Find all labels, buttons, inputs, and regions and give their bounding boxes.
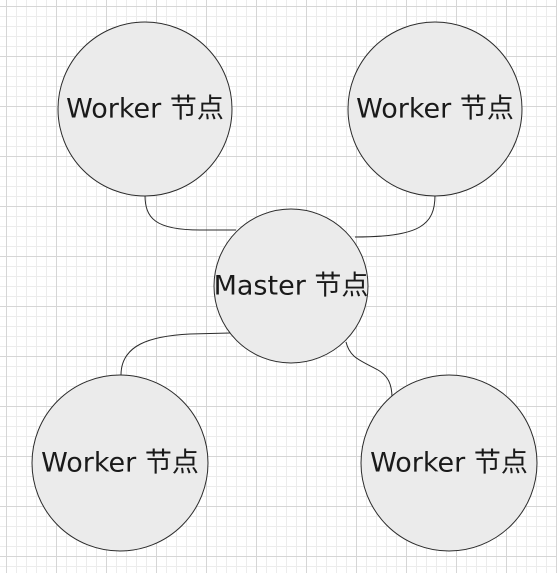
master-node-label: Master 节点 [214, 271, 369, 302]
worker-node-circle [31, 374, 209, 552]
worker-node-label: Worker 节点 [356, 94, 514, 125]
connector-master-worker-top-right [354, 194, 436, 238]
worker-node-top-left[interactable]: Worker 节点 [57, 21, 233, 197]
connector-master-worker-bottom-right [345, 341, 393, 399]
connector-master-worker-top-left [144, 194, 236, 231]
worker-node-circle [57, 21, 233, 197]
worker-node-circle [360, 374, 538, 552]
master-node[interactable]: Master 节点 [213, 208, 369, 364]
worker-node-top-right[interactable]: Worker 节点 [347, 21, 523, 197]
worker-node-label: Worker 节点 [41, 448, 199, 479]
worker-node-label: Worker 节点 [370, 448, 528, 479]
master-node-circle [213, 208, 369, 364]
connector-master-worker-bottom-left [120, 332, 231, 376]
worker-node-label: Worker 节点 [66, 94, 224, 125]
worker-node-bottom-left[interactable]: Worker 节点 [31, 374, 209, 552]
worker-node-circle [347, 21, 523, 197]
worker-node-bottom-right[interactable]: Worker 节点 [360, 374, 538, 552]
